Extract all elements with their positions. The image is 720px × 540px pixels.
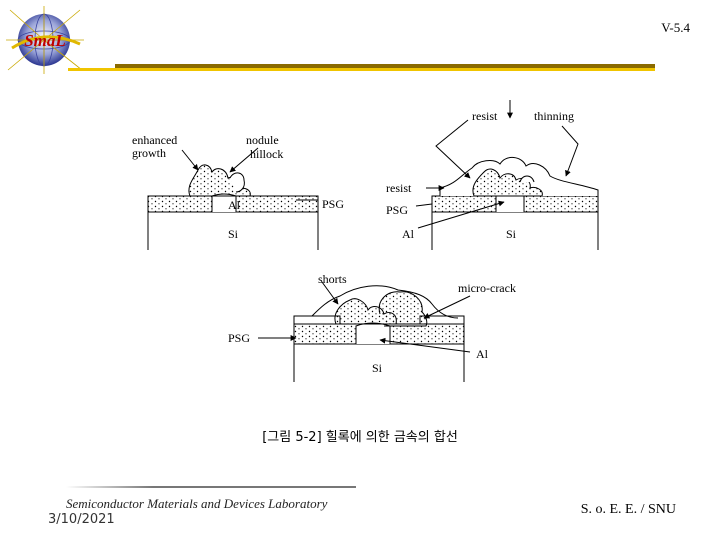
lab-logo: SmaL [6,6,84,74]
figure-caption: [그림 5-2] 힐록에 의한 금속의 합선 [262,430,458,445]
label-resist-side: resist [386,181,412,195]
label-si-b: Si [506,227,517,241]
label-micro-crack: micro-crack [458,281,516,295]
panel-b-cross-section [415,100,599,250]
panel-b-hillock [472,168,543,197]
footer-rule [66,486,356,488]
label-thinning: thinning [534,109,574,123]
panel-c-cross-section [258,281,471,382]
label-al-a: Al [228,198,241,212]
footer-date: 3/10/2021 [48,512,115,527]
label-al-b: Al [402,227,415,241]
label-enhanced: enhanced [132,133,177,147]
header-rule-dark [115,64,655,68]
label-psg-c: PSG [228,331,250,345]
label-si-c: Si [372,361,383,375]
footer-affiliation: S. o. E. E. / SNU [580,502,676,517]
panel-c-hillock-2 [378,291,428,327]
label-psg-b: PSG [386,203,408,217]
label-resist-top: resist [472,109,498,123]
lab-name: Semiconductor Materials and Devices Labo… [66,496,328,511]
panel-a-cross-section [147,147,319,250]
panel-c-resist-outline [311,285,459,319]
label-psg-a: PSG [322,197,344,211]
label-si-a: Si [228,227,239,241]
label-hillock: hillock [250,147,283,161]
label-shorts: shorts [318,272,347,286]
label-al-c: Al [476,347,489,361]
header-rule-light [68,68,655,71]
label-growth: growth [132,146,166,160]
slide-number: V-5.4 [661,20,690,35]
logo-text: SmaL [24,31,66,50]
label-nodule: nodule [246,133,279,147]
